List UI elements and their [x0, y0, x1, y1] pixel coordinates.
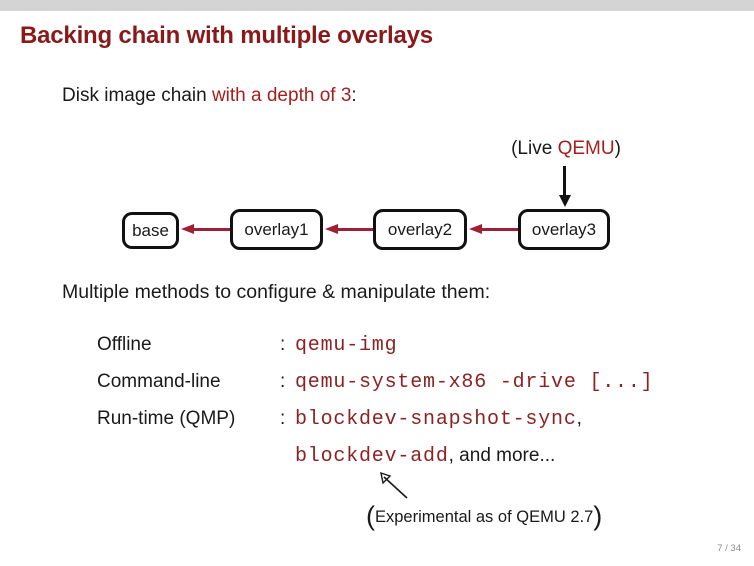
left-arrow-head [181, 224, 194, 234]
live-label-qemu: QEMU [557, 138, 615, 159]
node-base: base [122, 212, 179, 249]
methods-heading: Multiple methods to configure & manipula… [62, 281, 491, 303]
down-arrow-stem [563, 166, 566, 195]
method-separator: : [280, 408, 286, 429]
left-arrow-head [325, 224, 338, 234]
node-overlay2: overlay2 [373, 209, 467, 250]
annotation-open-paren: ( [366, 501, 375, 531]
intro-highlight: with a depth of 3 [211, 85, 352, 106]
left-arrow-icon [181, 223, 230, 235]
intro-prefix: Disk image chain [62, 85, 212, 106]
node-overlay1: overlay1 [230, 209, 323, 250]
method-code: qemu-system-x86 -drive [...] [295, 371, 654, 394]
left-arrow-stem [338, 227, 373, 231]
method-row-command-line: Command-line : qemu-system-x86 -drive [.… [97, 371, 653, 394]
method-label: Run-time (QMP) [97, 408, 236, 429]
left-arrow-head [469, 224, 482, 234]
slide-title: Backing chain with multiple overlays [20, 22, 433, 49]
method-separator: : [280, 334, 286, 355]
method-code: qemu-img [295, 334, 398, 357]
live-qemu-label: (Live QEMU) [496, 138, 636, 160]
up-left-arrow-icon [380, 471, 408, 499]
down-arrow-icon [558, 166, 571, 207]
method-suffix: , [576, 408, 582, 429]
intro-line: Disk image chain with a depth of 3: [62, 85, 357, 107]
left-arrow-icon [325, 223, 373, 235]
experimental-annotation: ( Experimental as of QEMU 2.7 ) [366, 501, 603, 533]
method-label: Command-line [97, 371, 221, 392]
slide-top-bar [0, 0, 754, 11]
page-number: 7 / 34 [717, 543, 741, 554]
method-code: blockdev-add [295, 445, 449, 468]
method-code: blockdev-snapshot-sync [295, 408, 577, 431]
annotation-close-paren: ) [593, 501, 603, 531]
intro-suffix: : [351, 85, 357, 106]
left-arrow-stem [194, 227, 230, 231]
down-arrow-head [558, 195, 571, 207]
method-suffix: , and more... [448, 445, 556, 466]
live-label-open: (Live [511, 138, 558, 159]
left-arrow-stem [482, 227, 518, 231]
method-row-runtime-qmp: Run-time (QMP) : blockdev-snapshot-sync … [97, 408, 582, 431]
method-separator: : [280, 371, 286, 392]
method-label: Offline [97, 334, 152, 355]
live-label-close: ) [614, 138, 621, 159]
left-arrow-icon [469, 223, 518, 235]
annotation-text: Experimental as of QEMU 2.7 [375, 508, 594, 526]
node-overlay3: overlay3 [518, 209, 610, 250]
method-row-offline: Offline : qemu-img [97, 334, 397, 357]
method-row-blockdev-add: blockdev-add , and more... [97, 445, 555, 468]
